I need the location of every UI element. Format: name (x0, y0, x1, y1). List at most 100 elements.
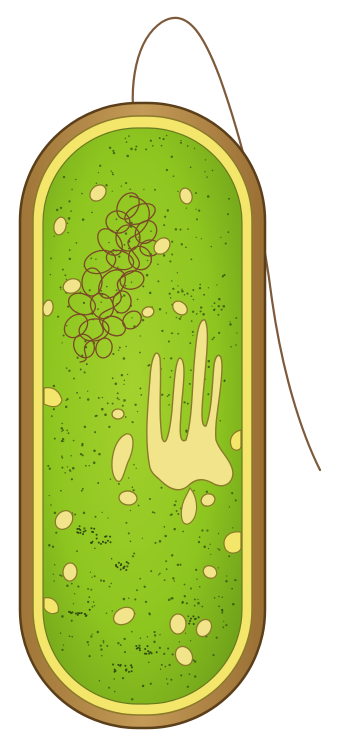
inclusion-granule (62, 563, 77, 582)
ribosome-dot (125, 522, 127, 524)
ribosome-dot (166, 169, 168, 171)
ribosome-dot (135, 145, 137, 147)
ribosome-dot (96, 183, 97, 184)
ribosome-dot (91, 531, 93, 533)
ribosome-dot (201, 529, 203, 531)
ribosome-dot (180, 140, 181, 141)
ribosome-dot (166, 135, 168, 137)
ribosome-dot (107, 540, 109, 542)
ribosome-dot (218, 596, 219, 597)
ribosome-dot (53, 385, 55, 387)
ribosome-dot (99, 680, 101, 682)
ribosome-dot (94, 575, 96, 577)
ribosome-dot (116, 289, 118, 291)
ribosome-dot (169, 293, 171, 295)
ribosome-dot (88, 644, 89, 645)
ribosome-dot (95, 258, 96, 259)
ribosome-dot (207, 195, 210, 198)
ribosome-dot (125, 569, 127, 571)
ribosome-dot (186, 207, 187, 208)
ribosome-dot (102, 640, 104, 642)
ribosome-dot (120, 564, 122, 566)
ribosome-dot (130, 664, 132, 666)
ribosome-dot (118, 350, 119, 351)
ribosome-dot (105, 542, 107, 544)
ribosome-dot (138, 505, 140, 507)
ribosome-dot (174, 504, 176, 506)
ribosome-dot (84, 613, 86, 615)
ribosome-dot (190, 640, 191, 641)
ribosome-dot (192, 615, 194, 617)
ribosome-dot (125, 138, 126, 139)
ribosome-dot (163, 254, 165, 256)
ribosome-dot (123, 399, 126, 402)
ribosome-dot (102, 541, 104, 543)
ribosome-dot (187, 403, 189, 405)
ribosome-dot (167, 683, 169, 685)
ribosome-dot (226, 575, 227, 576)
ribosome-dot (140, 637, 142, 639)
ribosome-dot (110, 583, 111, 584)
ribosome-dot (117, 664, 119, 666)
ribosome-dot (166, 678, 167, 679)
ribosome-dot (156, 651, 158, 653)
ribosome-dot (125, 182, 127, 184)
ribosome-dot (117, 397, 119, 399)
ribosome-dot (211, 246, 212, 247)
ribosome-dot (103, 580, 105, 582)
ribosome-dot (138, 644, 140, 646)
ribosome-dot (177, 291, 179, 293)
ribosome-dot (148, 661, 150, 663)
ribosome-dot (112, 173, 114, 175)
ribosome-dot (124, 665, 126, 667)
ribosome-dot (82, 443, 84, 445)
ribosome-dot (135, 148, 137, 150)
ribosome-dot (193, 623, 195, 625)
ribosome-dot (211, 338, 213, 340)
ribosome-dot (49, 495, 50, 496)
ribosome-dot (171, 280, 172, 281)
ribosome-dot (93, 601, 95, 603)
ribosome-dot (175, 228, 177, 230)
ribosome-dot (193, 490, 195, 492)
ribosome-dot (109, 586, 111, 588)
ribosome-dot (227, 213, 229, 215)
ribosome-dot (61, 649, 63, 651)
ribosome-dot (197, 602, 200, 605)
ribosome-dot (236, 332, 237, 333)
ribosome-dot (128, 671, 130, 673)
ribosome-dot (84, 426, 86, 428)
ribosome-dot (199, 536, 201, 538)
ribosome-dot (111, 170, 112, 171)
ribosome-dot (125, 346, 126, 347)
ribosome-dot (172, 577, 174, 579)
ribosome-dot (131, 666, 133, 668)
ribosome-dot (191, 295, 193, 297)
ribosome-dot (188, 623, 190, 625)
ribosome-dot (187, 145, 189, 147)
ribosome-dot (168, 404, 170, 406)
ribosome-dot (217, 548, 218, 549)
ribosome-dot (136, 589, 138, 591)
ribosome-dot (62, 342, 63, 343)
ribosome-dot (60, 490, 62, 492)
ribosome-dot (177, 272, 178, 273)
ribosome-dot (117, 642, 119, 644)
ribosome-dot (97, 482, 99, 484)
ribosome-dot (204, 171, 205, 172)
ribosome-dot (111, 610, 112, 611)
ribosome-dot (126, 561, 128, 563)
ribosome-dot (63, 176, 65, 178)
ribosome-dot (66, 430, 68, 432)
ribosome-dot (68, 200, 70, 202)
ribosome-dot (79, 529, 81, 531)
ribosome-dot (150, 570, 152, 572)
ribosome-dot (106, 535, 108, 537)
ribosome-dot (76, 242, 78, 244)
ribosome-dot (60, 289, 61, 290)
ribosome-dot (73, 603, 74, 604)
ribosome-dot (92, 606, 94, 608)
ribosome-dot (125, 416, 127, 418)
ribosome-dot (115, 670, 117, 672)
